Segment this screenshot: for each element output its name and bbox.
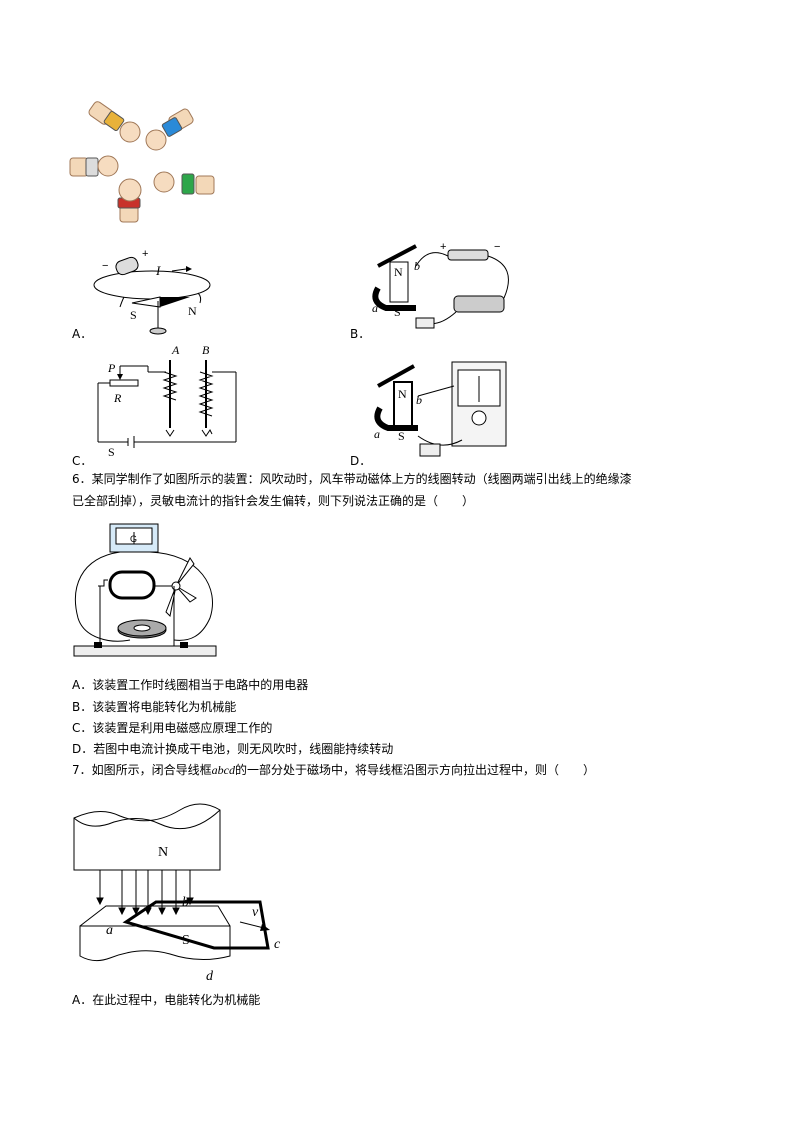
opt-c-a-label: A: [171, 343, 180, 357]
q6-wind-generator-figure: G: [73, 523, 217, 657]
q5-option-a-letter: A．: [72, 327, 93, 341]
opt-c-b-label: B: [202, 343, 210, 357]
opt-b-s-label: S: [394, 305, 401, 319]
opt-a-current-label: I: [155, 263, 161, 278]
opt-b-plus: +: [440, 241, 446, 253]
q5-option-d-letter: D．: [350, 454, 372, 468]
q5-option-c-letter: C．: [72, 454, 93, 468]
q7-c-label: c: [274, 937, 281, 952]
q7-stem-prefix: 7．如图所示，闭合导线框: [72, 763, 212, 777]
q7-magnet-frame-figure: N S a b c d v: [73, 803, 281, 984]
q7-b-label: b: [182, 895, 189, 910]
opt-d-a-label: a: [374, 427, 380, 441]
q7-stem: 7．如图所示，闭合导线框abcd的一部分处于磁场中，将导线框沿图示方向拉出过程中…: [72, 761, 595, 779]
q5-option-c-figure: P A B R S: [97, 343, 237, 459]
q7-n-label: N: [158, 845, 168, 860]
q6-stem-line2: 已全部刮掉），灵敏电流计的指针会发生偏转，则下列说法正确的是（ ）: [72, 494, 475, 508]
opt-b-n-label: N: [394, 265, 403, 279]
opt-a-s-label: S: [130, 308, 137, 322]
q5-option-b-figure: N S a b + −: [372, 241, 509, 329]
q7-v-label: v: [252, 905, 259, 920]
q5-option-b-letter: B．: [350, 327, 371, 341]
q5-option-d-figure: N S a b: [374, 361, 507, 457]
fist-5: [117, 178, 142, 223]
fist-3: [69, 155, 119, 177]
q6-option-a: A．该装置工作时线圈相当于电路中的用电器: [72, 678, 309, 692]
opt-d-s-label: S: [398, 429, 405, 443]
opt-a-n-label: N: [188, 304, 197, 318]
opt-b-a-label: a: [372, 301, 378, 315]
opt-a-plus: +: [142, 248, 148, 260]
q6-stem-line1: 6．某同学制作了如图所示的装置：风吹动时，风车带动磁体上方的线圈转动（线圈两端引…: [72, 472, 632, 486]
opt-c-r-label: R: [113, 391, 122, 405]
q6-option-d: D．若图中电流计换成干电池，则无风吹时，线圈能持续转动: [72, 742, 394, 756]
opt-d-b-label: b: [416, 393, 422, 407]
q7-stem-italic: abcd: [211, 763, 235, 777]
fist-2: [145, 108, 194, 151]
fist-1: [88, 101, 141, 143]
fist-4: [153, 171, 215, 195]
opt-c-s-label: S: [108, 445, 115, 459]
opt-d-n-label: N: [398, 387, 407, 401]
opt-a-minus: −: [102, 260, 108, 272]
q7-stem-suffix: 的一部分处于磁场中，将导线框沿图示方向拉出过程中，则（ ）: [234, 763, 595, 777]
q6-option-c: C．该装置是利用电磁感应原理工作的: [72, 721, 273, 735]
opt-b-minus: −: [494, 241, 500, 253]
opt-b-b-label: b: [414, 259, 420, 273]
q6-option-b: B．该装置将电能转化为机械能: [72, 700, 237, 714]
q7-d-label: d: [206, 969, 214, 984]
q5-option-a-figure: + − I S N: [93, 248, 211, 335]
fists-wristband-figure: [69, 101, 215, 223]
q7-a-label: a: [106, 923, 113, 938]
q7-option-a: A．在此过程中，电能转化为机械能: [72, 993, 261, 1007]
opt-c-p-label: P: [107, 361, 116, 375]
